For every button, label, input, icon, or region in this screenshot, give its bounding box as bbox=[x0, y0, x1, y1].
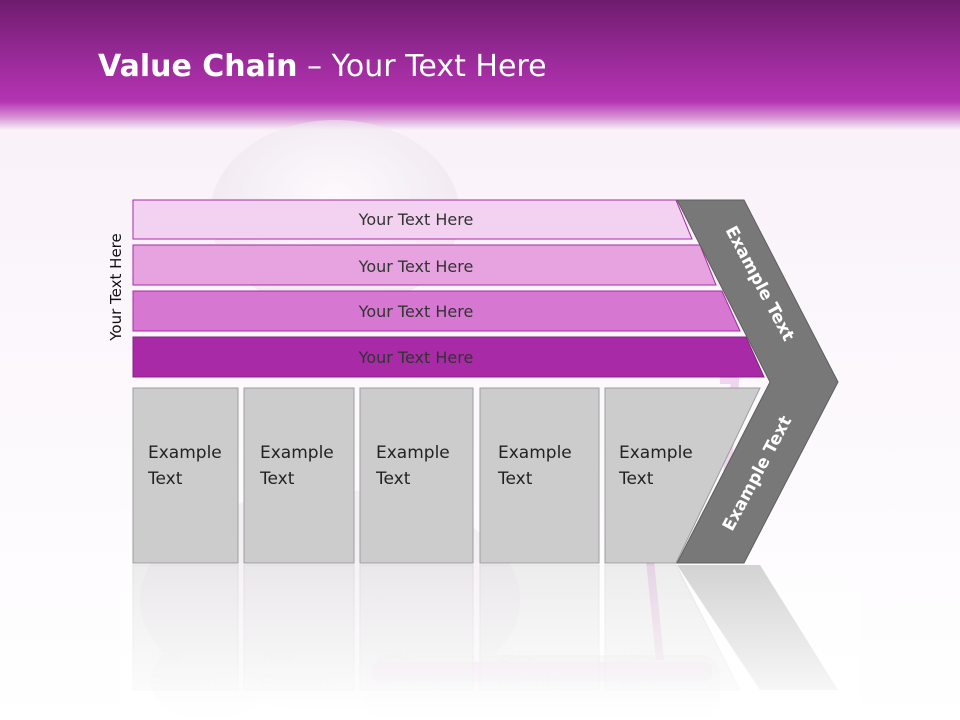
box-4-line1: Example bbox=[498, 443, 572, 463]
box-1-line1: Example bbox=[148, 443, 222, 463]
bar-4 bbox=[132, 336, 765, 378]
box-5-line1: Example bbox=[619, 443, 693, 463]
box-1 bbox=[132, 387, 239, 564]
bar-2-label: Your Text Here bbox=[358, 257, 474, 276]
box-3-line2: Text bbox=[375, 469, 411, 489]
box-2 bbox=[243, 387, 355, 564]
bar-2 bbox=[132, 244, 717, 286]
box-5 bbox=[604, 387, 761, 564]
bar-1-label: Your Text Here bbox=[358, 210, 474, 229]
title-bold: Value Chain bbox=[98, 49, 298, 84]
chevron-arrow bbox=[676, 199, 839, 564]
bar-3-label: Your Text Here bbox=[358, 302, 474, 321]
bar-3 bbox=[132, 290, 741, 332]
box-1-line2: Text bbox=[147, 469, 183, 489]
title-separator: – bbox=[297, 49, 332, 84]
box-4 bbox=[479, 387, 600, 564]
box-3 bbox=[359, 387, 474, 564]
bar-4-label: Your Text Here bbox=[358, 348, 474, 367]
box-3-line1: Example bbox=[376, 443, 450, 463]
title-rest: Your Text Here bbox=[331, 49, 547, 84]
slide-title: Value Chain – Your Text Here bbox=[98, 52, 547, 82]
box-2-line2: Text bbox=[259, 469, 295, 489]
box-5-line2: Text bbox=[618, 469, 654, 489]
box-2-line1: Example bbox=[260, 443, 334, 463]
bar-1 bbox=[132, 199, 693, 240]
box-4-line2: Text bbox=[497, 469, 533, 489]
header-band bbox=[0, 0, 960, 130]
